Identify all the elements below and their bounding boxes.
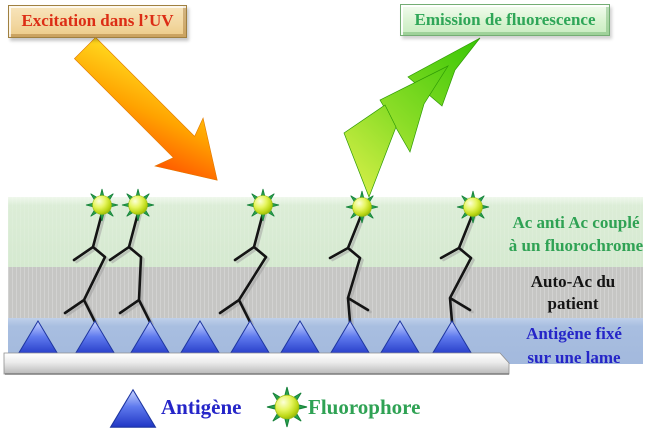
fluorochrome-layer-label: Ac anti Ac couplé à un fluorochrome bbox=[505, 211, 647, 257]
antigen-layer-label: Antigène fixé sur une lame bbox=[503, 322, 645, 370]
fluorochrome-label-line1: Ac anti Ac couplé bbox=[512, 213, 640, 232]
antigen-triangle-icon bbox=[278, 320, 322, 357]
uv-excitation-callout: Excitation dans l’UV bbox=[8, 5, 187, 38]
auto-ac-label-line1: Auto-Ac du bbox=[530, 272, 616, 291]
antigen-label-line1: Antigène fixé bbox=[526, 324, 622, 343]
antibody-chain bbox=[108, 211, 152, 324]
auto-ac-label-line2: patient bbox=[547, 294, 599, 313]
antibody-chain bbox=[439, 211, 475, 324]
antigen-triangles bbox=[16, 320, 474, 357]
antigen-triangle-icon bbox=[378, 320, 422, 357]
antigen-triangle-icon bbox=[328, 320, 372, 357]
fluorochrome-layer-band bbox=[8, 197, 643, 267]
auto-ac-layer-label: Auto-Ac du patient bbox=[505, 271, 641, 315]
antigen-triangle-icon bbox=[73, 320, 117, 357]
antibody-chain bbox=[328, 211, 370, 324]
antigen-triangle-icon bbox=[430, 320, 474, 357]
emission-callout: Emission de fluorescence bbox=[400, 4, 610, 36]
antigen-triangle-icon bbox=[178, 320, 222, 357]
antigen-triangle-icon bbox=[109, 389, 157, 428]
legend-antigen-label: Antigène bbox=[161, 395, 242, 419]
fluorophore-star-icon bbox=[121, 188, 155, 222]
antigen-triangle-icon bbox=[16, 320, 60, 357]
antibody-chain-shadows bbox=[66, 213, 477, 326]
fluorophore-stars bbox=[85, 188, 490, 224]
antibody-chain bbox=[63, 211, 107, 324]
uv-excitation-label: Excitation dans l’UV bbox=[21, 11, 174, 30]
antibody-chain bbox=[218, 211, 268, 324]
antibody-chains bbox=[63, 211, 475, 324]
microscope-slide bbox=[3, 352, 510, 375]
emission-label: Emission de fluorescence bbox=[414, 10, 596, 29]
fluorophore-star-icon bbox=[85, 188, 119, 222]
fluorochrome-label-line2: à un fluorochrome bbox=[508, 236, 644, 255]
fluorophore-star-icon bbox=[266, 386, 308, 428]
legend-fluorophore-label: Fluorophore bbox=[308, 395, 421, 419]
fluorophore-star-icon bbox=[345, 190, 379, 224]
antigen-triangle-icon bbox=[228, 320, 272, 357]
fluorophore-star-icon bbox=[456, 190, 490, 224]
auto-ac-layer-band bbox=[8, 267, 643, 318]
uv-arrow bbox=[73, 36, 218, 181]
fluorescence-bolt-icon bbox=[343, 37, 481, 198]
fluorophore-star-icon bbox=[246, 188, 280, 222]
antigen-label-line2: sur une lame bbox=[527, 348, 621, 367]
antigen-triangle-icon bbox=[128, 320, 172, 357]
